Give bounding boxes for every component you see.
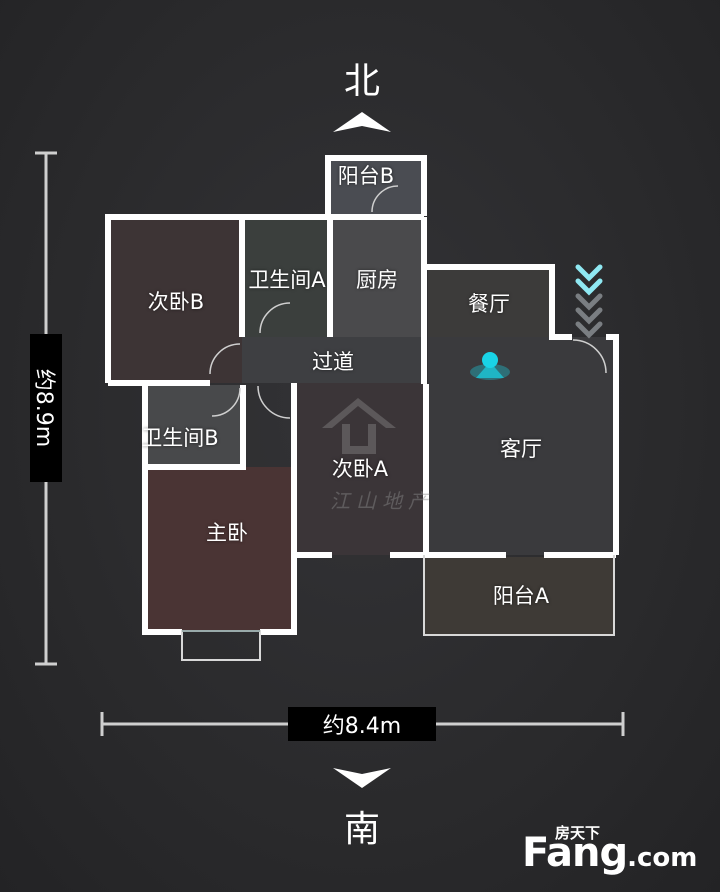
room-label-balcony-b[interactable]: 阳台B (337, 164, 395, 188)
room-label-bathroom-a[interactable]: 卫生间A (248, 268, 326, 292)
room-label-bedroom-a[interactable]: 次卧A (331, 457, 389, 481)
room-label-bedroom-b[interactable]: 次卧B (147, 290, 205, 314)
brand-logo: Fang.com (522, 830, 698, 876)
room-fill-balcony-b (328, 158, 424, 216)
room-fill-hallway (242, 337, 426, 383)
room-label-kitchen[interactable]: 厨房 (356, 268, 398, 292)
watermark-text: 江山地产 (330, 489, 434, 513)
room-label-master[interactable]: 主卧 (206, 521, 248, 545)
room-fill-bedroom-a (296, 383, 426, 555)
room-fill-bathroom-b (145, 385, 243, 467)
south-label: 南 (343, 809, 380, 850)
room-label-dining[interactable]: 餐厅 (468, 292, 510, 316)
watermark-logo-icon (322, 398, 396, 454)
room-label-living[interactable]: 客厅 (500, 437, 542, 461)
room-fill-master (145, 467, 295, 631)
room-fill-kitchen (331, 217, 426, 337)
room-fill-dining (428, 266, 552, 341)
location-marker-icon (470, 352, 510, 380)
north-arrow-icon (333, 112, 391, 132)
south-arrow-icon (333, 768, 391, 788)
brand-subtitle: 房天下 (555, 824, 601, 842)
room-fill-bathroom-a (244, 217, 330, 339)
room-fill-living (428, 337, 614, 555)
room-label-balcony-a[interactable]: 阳台A (492, 584, 550, 608)
bay-window (181, 630, 261, 661)
room-fills (108, 158, 614, 635)
height-dimension-label: 约8.9m (30, 334, 62, 482)
walls (105, 155, 619, 635)
balcony-a-outline (423, 555, 615, 636)
north-label: 北 (343, 61, 380, 102)
room-label-bathroom-b[interactable]: 卫生间B (141, 426, 219, 450)
width-dimension-label: 约8.4m (288, 707, 436, 741)
room-fill-balcony-a (424, 557, 614, 635)
door-swings (209, 185, 607, 419)
brand-logo-tld: .com (627, 843, 698, 873)
direction-chevrons-icon (575, 264, 603, 339)
room-label-hallway[interactable]: 过道 (312, 350, 354, 374)
room-fill-bedroom-b (108, 217, 242, 383)
